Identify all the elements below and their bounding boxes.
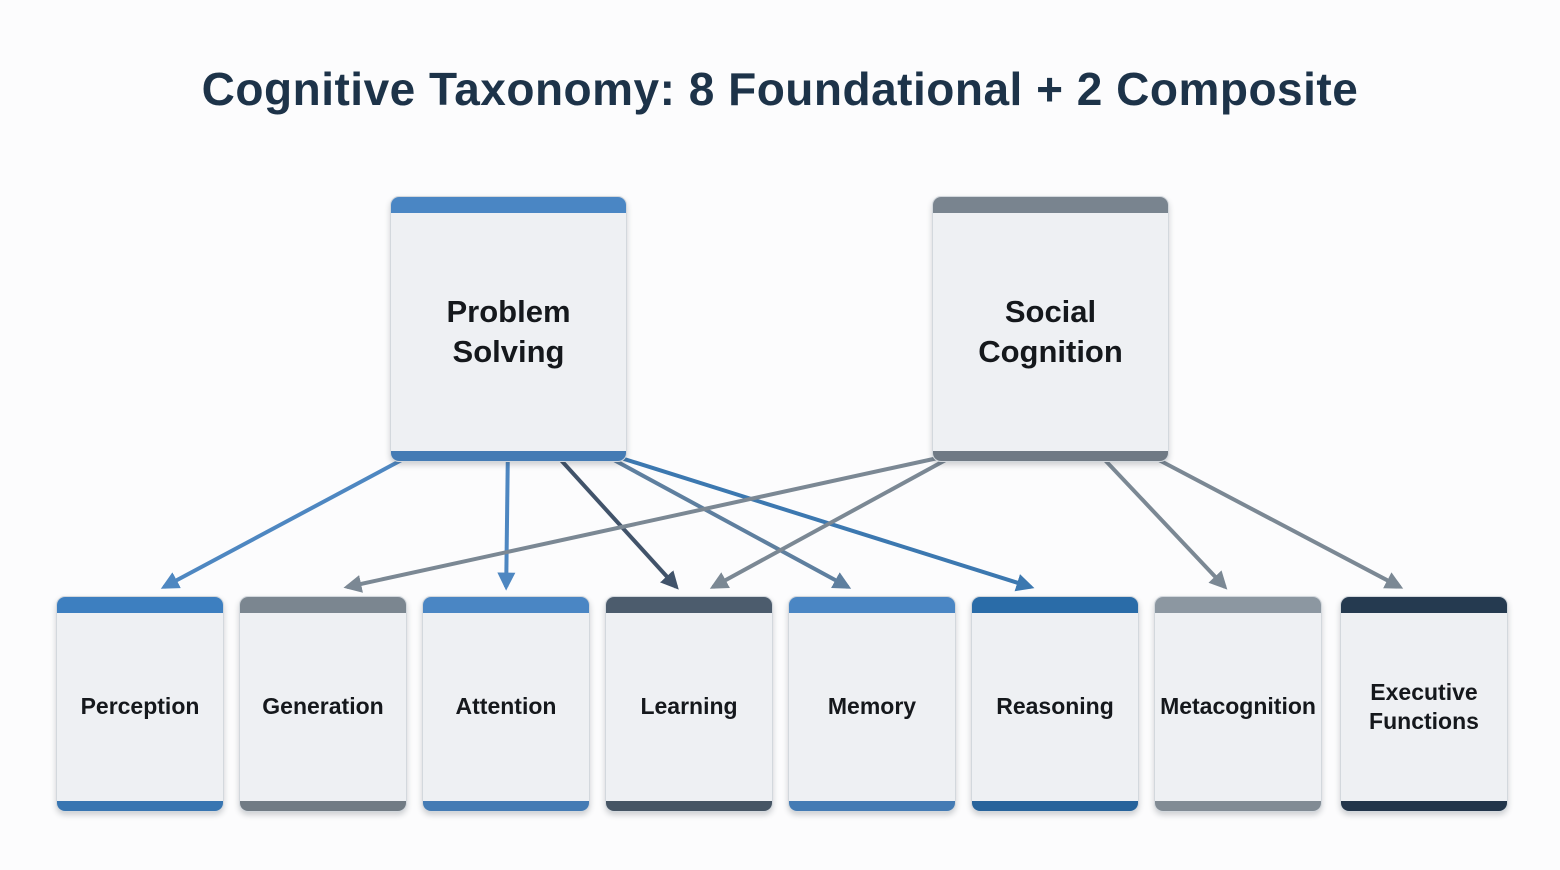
node-label: Memory xyxy=(827,693,917,720)
accent-bar-bottom xyxy=(972,801,1138,811)
accent-bar-bottom xyxy=(423,801,589,811)
accent-bar-top xyxy=(789,597,955,613)
node-generation: Generation xyxy=(239,596,407,812)
node-social-cognition: Social Cognition xyxy=(932,196,1169,462)
node-label: Perception xyxy=(80,693,200,720)
node-memory: Memory xyxy=(788,596,956,812)
accent-bar-top xyxy=(391,197,626,213)
accent-bar-top xyxy=(1341,597,1507,613)
node-label: Executive Functions xyxy=(1369,678,1479,734)
accent-bar-bottom xyxy=(240,801,406,811)
accent-bar-bottom xyxy=(57,801,223,811)
accent-bar-top xyxy=(57,597,223,613)
accent-bar-bottom xyxy=(1341,801,1507,811)
accent-bar-bottom xyxy=(933,451,1168,461)
node-label: Problem Solving xyxy=(446,294,571,369)
node-executive-functions: Executive Functions xyxy=(1340,596,1508,812)
accent-bar-top xyxy=(606,597,772,613)
accent-bar-bottom xyxy=(789,801,955,811)
node-problem-solving: Problem Solving xyxy=(390,196,627,462)
node-learning: Learning xyxy=(605,596,773,812)
node-attention: Attention xyxy=(422,596,590,812)
node-label: Reasoning xyxy=(996,693,1114,720)
node-label: Attention xyxy=(455,693,557,720)
accent-bar-top xyxy=(423,597,589,613)
accent-bar-bottom xyxy=(606,801,772,811)
node-reasoning: Reasoning xyxy=(971,596,1139,812)
accent-bar-bottom xyxy=(1155,801,1321,811)
node-label: Generation xyxy=(262,693,384,720)
node-label: Learning xyxy=(640,693,738,720)
node-metacognition: Metacognition xyxy=(1154,596,1322,812)
node-label: Social Cognition xyxy=(978,294,1123,369)
accent-bar-top xyxy=(972,597,1138,613)
node-label: Metacognition xyxy=(1160,693,1316,720)
accent-bar-bottom xyxy=(391,451,626,461)
page-title: Cognitive Taxonomy: 8 Foundational + 2 C… xyxy=(201,63,1359,115)
accent-bar-top xyxy=(1155,597,1321,613)
node-perception: Perception xyxy=(56,596,224,812)
accent-bar-top xyxy=(933,197,1168,213)
accent-bar-top xyxy=(240,597,406,613)
